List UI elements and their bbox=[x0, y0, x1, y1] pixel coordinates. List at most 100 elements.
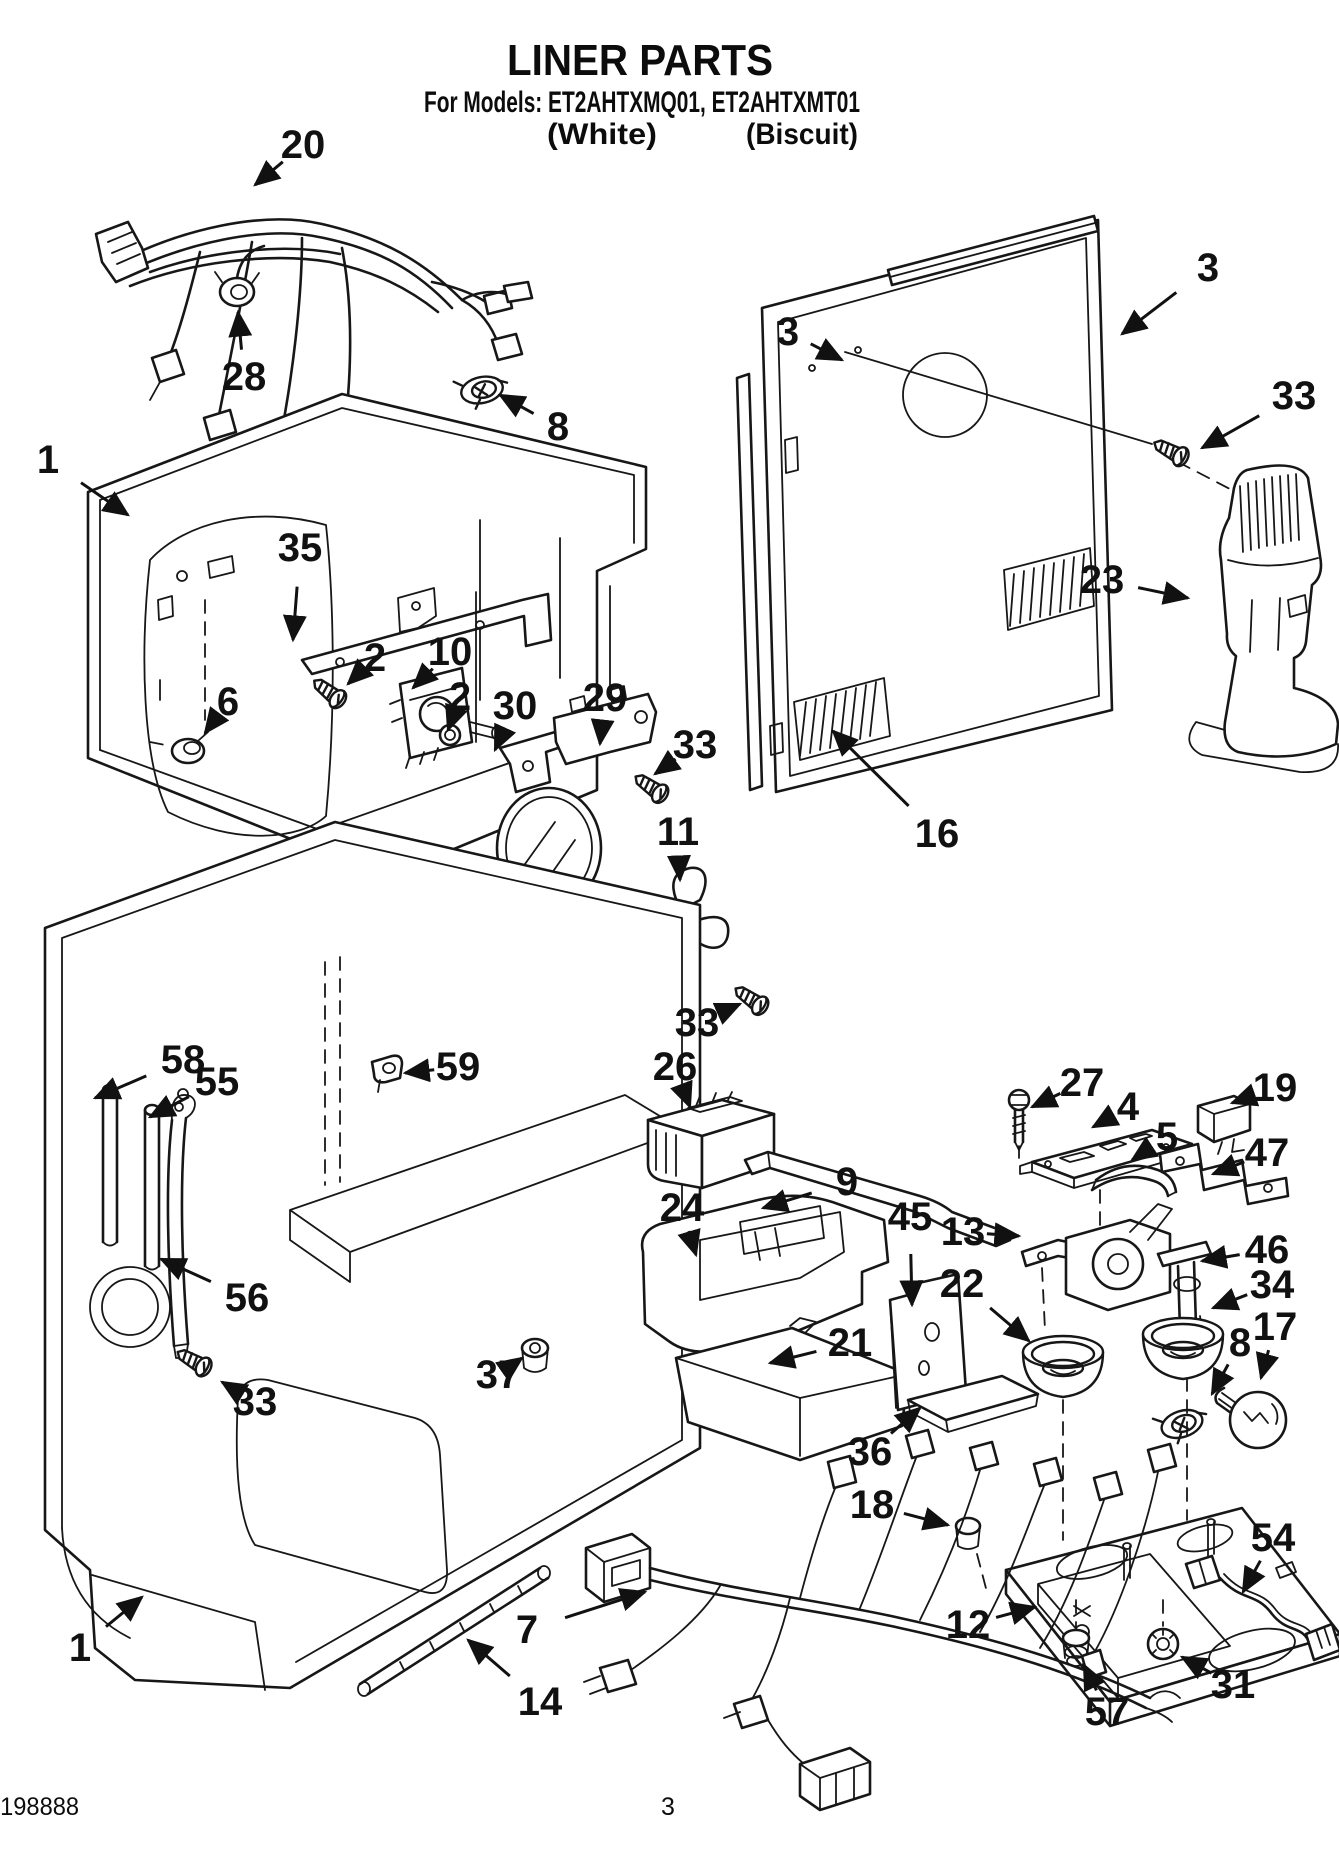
callout-arrow-23-7 bbox=[1137, 581, 1191, 605]
jumper-wire-54 bbox=[1184, 1554, 1339, 1662]
callout-label-21-38: 21 bbox=[828, 1321, 873, 1365]
callout-label-22-33: 22 bbox=[940, 1262, 985, 1306]
callout-label-4-24: 4 bbox=[1117, 1085, 1140, 1129]
callout-label-18-42: 18 bbox=[850, 1483, 895, 1527]
evaporator-panel-16 bbox=[760, 218, 1283, 794]
callout-1-47: 1 bbox=[69, 1595, 144, 1670]
color-note-biscuit: (Biscuit) bbox=[746, 118, 858, 151]
callout-arrow-35-9 bbox=[282, 586, 307, 643]
callout-16-8: 16 bbox=[831, 729, 959, 856]
callout-label-29-14: 29 bbox=[583, 676, 628, 720]
callout-label-5-26: 5 bbox=[1156, 1115, 1178, 1159]
callout-arrow-57-48 bbox=[1082, 1662, 1106, 1693]
callout-33-16: 33 bbox=[653, 723, 717, 776]
callout-20-0: 20 bbox=[253, 123, 326, 187]
callout-label-10-11: 10 bbox=[428, 630, 473, 674]
screw-27 bbox=[1007, 1088, 1031, 1151]
models-line: For Models: ET2AHTXMQ01, ET2AHTXMT01 bbox=[424, 86, 860, 119]
callout-18-42: 18 bbox=[850, 1483, 951, 1531]
callout-11-17: 11 bbox=[657, 810, 699, 883]
callout-36-41: 36 bbox=[848, 1406, 922, 1474]
page-title: LINER PARTS bbox=[507, 36, 773, 85]
callout-label-11-17: 11 bbox=[657, 810, 699, 854]
panel-trim-3-top bbox=[886, 214, 1100, 287]
callout-label-34-34: 34 bbox=[1250, 1263, 1295, 1307]
callout-arrow-27-23 bbox=[1029, 1085, 1062, 1109]
callout-label-12-44: 12 bbox=[946, 1603, 991, 1647]
callout-arrow-2-10 bbox=[346, 658, 375, 686]
callout-arrow-12-44 bbox=[995, 1601, 1038, 1625]
heater-tube-14 bbox=[357, 1565, 551, 1697]
screw-33b bbox=[628, 767, 673, 808]
callout-label-27-23: 27 bbox=[1060, 1061, 1105, 1105]
callout-arrow-34-34 bbox=[1210, 1287, 1248, 1311]
callout-arrow-6-15 bbox=[203, 706, 230, 735]
callout-arrow-31-49 bbox=[1179, 1655, 1213, 1680]
switch-19 bbox=[1196, 1094, 1252, 1155]
callout-arrow-59-21 bbox=[402, 1058, 435, 1083]
callout-label-20-0: 20 bbox=[281, 123, 326, 167]
callout-arrow-2-12 bbox=[445, 702, 468, 733]
callout-33-6: 33 bbox=[1199, 374, 1316, 450]
callout-arrow-8-2 bbox=[497, 393, 535, 418]
callout-label-26-22: 26 bbox=[653, 1045, 698, 1089]
callout-label-1-3: 1 bbox=[37, 438, 59, 482]
callout-arrow-55-20 bbox=[147, 1094, 190, 1119]
callout-label-3-5: 3 bbox=[1197, 246, 1219, 290]
light-bulb-17 bbox=[1214, 1386, 1288, 1450]
callout-arrow-1-3 bbox=[80, 481, 130, 517]
callout-30-13: 30 bbox=[493, 684, 537, 753]
panel-trim-3-left bbox=[735, 372, 764, 792]
push-nut-31 bbox=[1146, 1627, 1180, 1661]
callout-label-55-20: 55 bbox=[195, 1060, 240, 1104]
callout-arrow-54-45 bbox=[1241, 1559, 1266, 1595]
callout-arrow-36-41 bbox=[890, 1406, 922, 1435]
callout-label-6-15: 6 bbox=[217, 680, 239, 724]
callout-arrow-46-32 bbox=[1199, 1245, 1240, 1269]
callout-arrow-3-5 bbox=[1120, 291, 1178, 336]
callout-label-9-28: 9 bbox=[836, 1160, 858, 1204]
air-tower-23 bbox=[1188, 464, 1339, 773]
callout-12-44: 12 bbox=[946, 1601, 1038, 1647]
callout-label-1-47: 1 bbox=[69, 1626, 91, 1670]
callout-2-12: 2 bbox=[445, 675, 471, 733]
callout-arrow-14-46 bbox=[466, 1638, 511, 1678]
callout-arrow-30-13 bbox=[493, 722, 517, 753]
callout-27-23: 27 bbox=[1029, 1061, 1105, 1109]
callout-arrow-47-27 bbox=[1210, 1153, 1245, 1177]
callout-22-33: 22 bbox=[940, 1262, 1031, 1343]
callout-arrow-33-40 bbox=[219, 1380, 250, 1406]
color-note-white: (White) bbox=[547, 118, 657, 151]
callout-59-21: 59 bbox=[402, 1045, 480, 1089]
callout-arrow-24-29 bbox=[677, 1228, 701, 1258]
callout-55-20: 55 bbox=[147, 1060, 240, 1119]
callout-arrow-19-25 bbox=[1229, 1083, 1260, 1107]
callout-21-38: 21 bbox=[767, 1321, 873, 1369]
callout-2-10: 2 bbox=[346, 636, 386, 686]
plate-36 bbox=[906, 1374, 1040, 1433]
callout-arrow-28-1 bbox=[228, 309, 253, 350]
callout-arrow-33-18 bbox=[712, 1002, 743, 1025]
callout-label-13-31: 13 bbox=[941, 1210, 986, 1254]
callout-label-45-30: 45 bbox=[888, 1195, 933, 1239]
callout-label-7-43: 7 bbox=[516, 1608, 538, 1652]
callout-9-28: 9 bbox=[760, 1160, 858, 1213]
callout-label-46-32: 46 bbox=[1245, 1228, 1290, 1272]
callout-label-8-2: 8 bbox=[547, 405, 569, 449]
callout-label-8-37: 8 bbox=[1229, 1321, 1251, 1365]
callout-arrow-33-6 bbox=[1199, 414, 1260, 450]
harness-connector-28 bbox=[214, 244, 266, 308]
clip-59 bbox=[370, 1054, 404, 1093]
lamp-part-18 bbox=[954, 1516, 982, 1550]
clip-8b bbox=[1151, 1401, 1214, 1450]
refrigerator-liner-1 bbox=[43, 820, 702, 1691]
callout-45-30: 45 bbox=[888, 1195, 933, 1308]
callout-label-57-48: 57 bbox=[1085, 1690, 1130, 1734]
liner-clip-8 bbox=[452, 369, 513, 414]
callout-arrow-5-26 bbox=[1129, 1136, 1160, 1162]
callout-label-33-40: 33 bbox=[233, 1380, 278, 1424]
hose-5 bbox=[1090, 1164, 1178, 1198]
callout-arrow-7-43 bbox=[564, 1588, 648, 1620]
